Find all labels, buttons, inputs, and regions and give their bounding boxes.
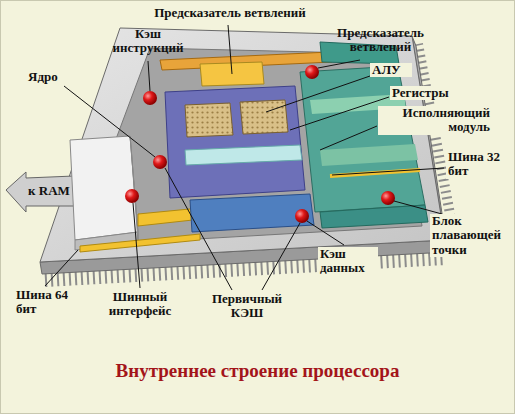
arrow-label: к RAM xyxy=(28,184,74,198)
buses xyxy=(80,52,332,252)
part-label: Блок плавающей точки xyxy=(430,214,510,257)
caption: Внутреннее строение процессора xyxy=(0,360,515,382)
part-label: Регистры xyxy=(390,86,470,100)
part-label: Предсказатель ветвлений xyxy=(128,6,332,20)
part-label: Первичный КЭШ xyxy=(203,292,291,321)
part-label: Шина 64 бит xyxy=(16,288,72,317)
part-label: Кэш инструкций xyxy=(108,27,188,56)
bus-interface-block xyxy=(70,136,138,250)
callout-dots xyxy=(125,65,395,223)
part-label: Шина 32 бит xyxy=(446,150,502,179)
ram-arrow xyxy=(6,172,74,212)
part-label: Исполняющий модуль xyxy=(378,106,492,135)
part-label: Шинный интерфейс xyxy=(96,290,184,319)
part-label: Предсказатель ветвлений xyxy=(318,26,443,55)
part-label: Ядро xyxy=(28,70,78,84)
leader-lines xyxy=(45,25,444,290)
registers-block xyxy=(165,86,305,198)
part-label: АЛУ xyxy=(370,63,412,77)
part-label: Кэш данных xyxy=(318,247,378,276)
chip-body xyxy=(40,28,448,274)
